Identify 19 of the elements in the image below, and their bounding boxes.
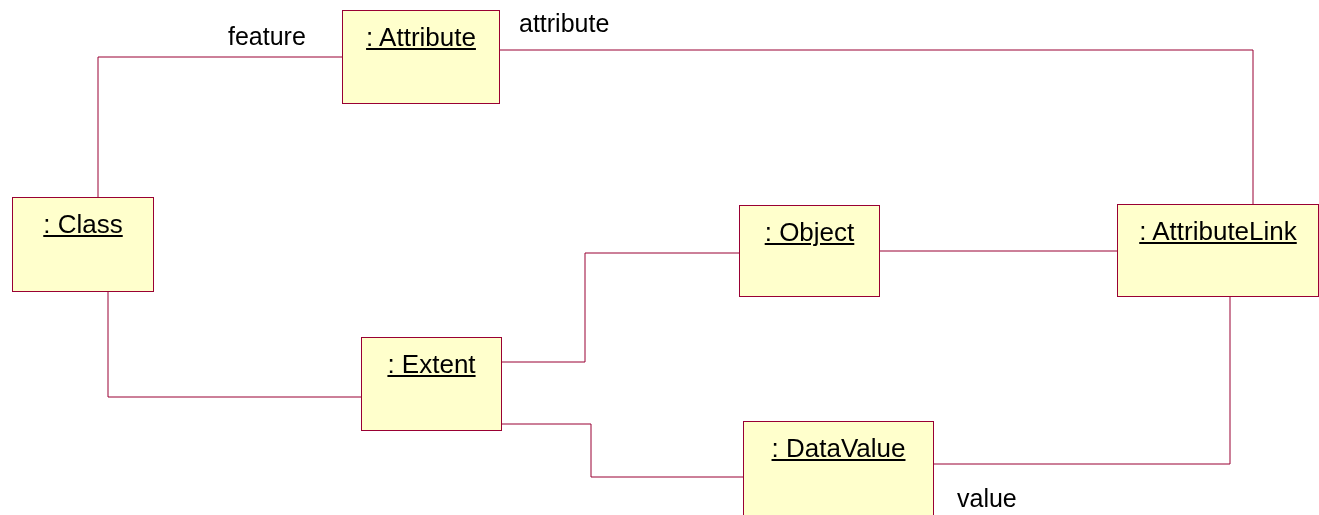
object-box [342, 10, 500, 104]
object-box [12, 197, 154, 292]
object-name: : DataValue [771, 432, 906, 464]
association-line [107, 291, 362, 398]
object-name: : Class [43, 208, 123, 240]
object-name: : Object [764, 216, 855, 248]
object-box [361, 337, 502, 431]
association-line [499, 49, 1254, 205]
association-line [97, 56, 343, 198]
object-name: : Extent [387, 348, 476, 380]
object-box [739, 205, 880, 297]
object-name: : AttributeLink [1139, 215, 1297, 247]
object-box [743, 421, 934, 515]
object-box [1117, 204, 1319, 297]
object-name: : Attribute [366, 21, 476, 53]
association-line [879, 250, 1118, 252]
association-line [501, 423, 744, 478]
association-line [501, 252, 740, 363]
association-line [933, 296, 1231, 465]
